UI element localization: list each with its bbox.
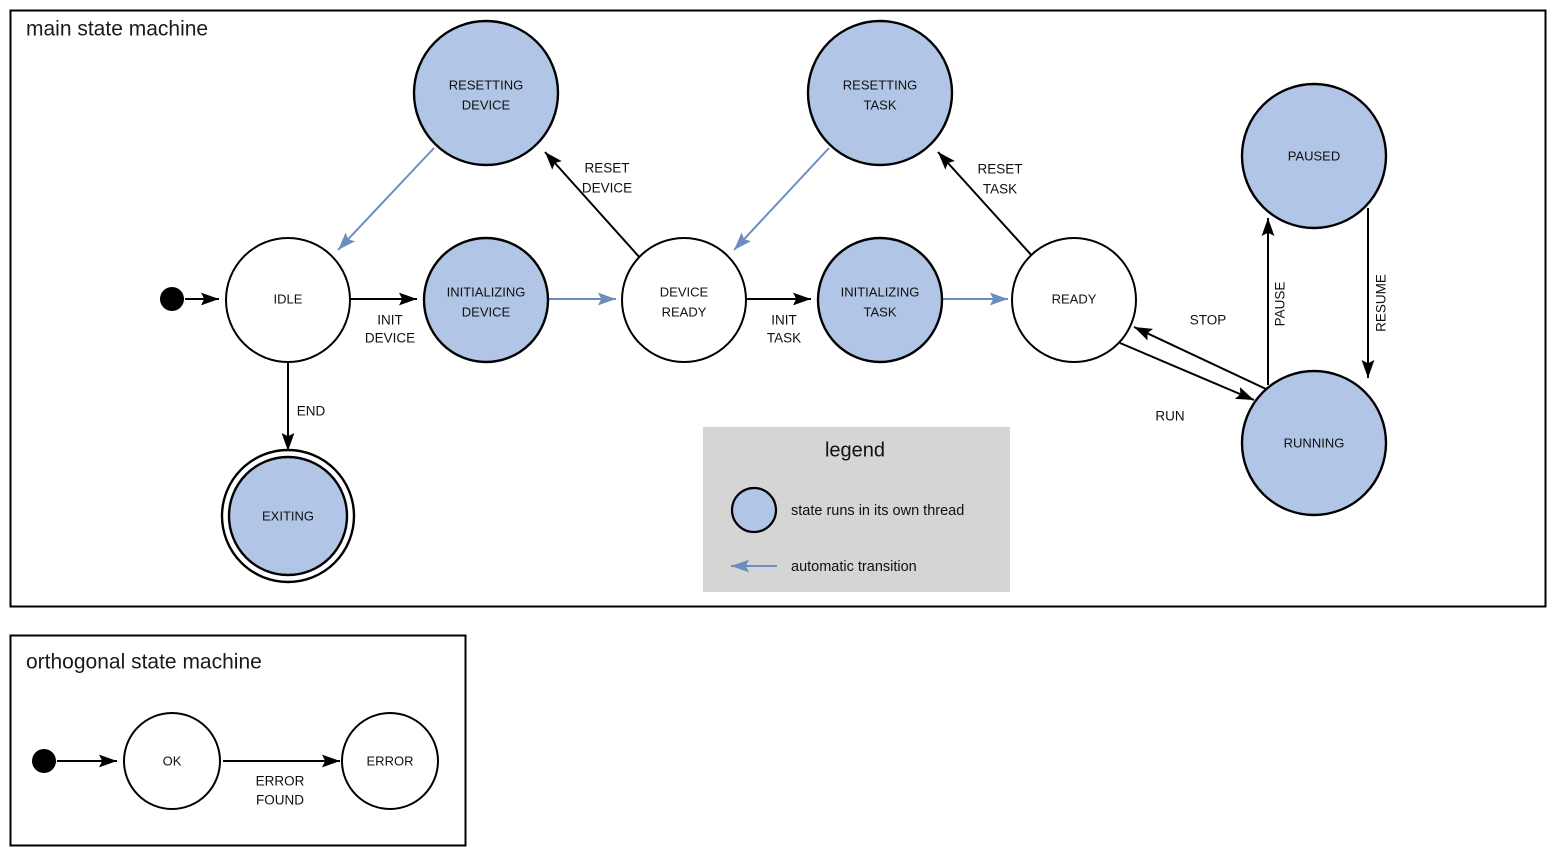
state-node-idle[interactable]: IDLE (225, 237, 351, 363)
legend-item-thread-state-label: state runs in its own thread (791, 503, 964, 519)
state-label-initializing-device-line1: INITIALIZING (447, 284, 526, 299)
transition-device-ready-to-resetting-device: RESET DEVICE (544, 151, 642, 260)
transition-idle-to-init-device: INIT DEVICE (350, 292, 417, 346)
state-label-paused: PAUSED (1288, 148, 1341, 163)
state-label-initializing-task-line2: TASK (864, 304, 897, 319)
legend-panel: legend state runs in its own thread auto… (703, 427, 1010, 592)
state-label-resetting-task-line1: RESETTING (843, 77, 917, 92)
main-frame-title: main state machine (26, 18, 208, 41)
orthogonal-initial-state-dot (32, 749, 56, 773)
orthogonal-frame-title: orthogonal state machine (26, 651, 262, 674)
state-label-resetting-device-line2: DEVICE (462, 97, 511, 112)
transition-resetting-device-to-idle (337, 147, 435, 251)
transition-label-resume: RESUME (1374, 274, 1389, 332)
state-node-error[interactable]: ERROR (341, 712, 439, 810)
transition-ortho-start-to-ok (32, 749, 117, 773)
transition-label-stop: STOP (1190, 313, 1227, 328)
state-node-exiting[interactable]: EXITING (220, 448, 356, 584)
transition-running-to-ready: STOP (1133, 313, 1267, 390)
state-label-resetting-task-line2: TASK (864, 97, 897, 112)
transition-start-to-idle (160, 287, 219, 311)
state-node-ready[interactable]: READY (1011, 237, 1137, 363)
state-node-initializing-task[interactable]: INITIALIZING TASK (816, 236, 944, 364)
transition-label-init-task-line1: INIT (771, 313, 797, 328)
transition-label-reset-task-line2: TASK (983, 182, 1017, 197)
legend-item-auto-transition-label: automatic transition (791, 559, 917, 575)
state-label-running: RUNNING (1284, 435, 1345, 450)
transition-label-end: END (297, 404, 326, 419)
state-label-initializing-device-line2: DEVICE (462, 304, 511, 319)
transition-ok-to-error: ERROR FOUND (223, 754, 340, 808)
transition-label-pause: PAUSE (1273, 282, 1288, 327)
state-label-ready: READY (1052, 291, 1097, 306)
state-label-device-ready-line2: READY (662, 304, 707, 319)
transition-resetting-task-to-device-ready (733, 147, 830, 251)
transition-label-run: RUN (1155, 409, 1184, 424)
state-node-paused[interactable]: PAUSED (1240, 82, 1388, 230)
legend-title: legend (825, 439, 885, 461)
transition-label-init-device-line2: DEVICE (365, 331, 415, 346)
state-label-resetting-device-line1: RESETTING (449, 77, 523, 92)
state-node-running[interactable]: RUNNING (1240, 369, 1388, 517)
state-node-resetting-device[interactable]: RESETTING DEVICE (412, 19, 560, 167)
legend-item-thread-state: state runs in its own thread (730, 486, 964, 534)
legend-item-auto-transition: automatic transition (731, 559, 917, 575)
transition-ready-to-running: RUN (1119, 342, 1255, 424)
state-label-exiting: EXITING (262, 508, 314, 523)
thread-state-swatch-icon (730, 486, 778, 534)
transition-label-init-task-line2: TASK (767, 331, 801, 346)
state-label-error: ERROR (367, 753, 414, 768)
transition-running-to-paused: PAUSE (1261, 218, 1288, 385)
transition-ready-to-resetting-task: RESET TASK (937, 151, 1035, 259)
transition-paused-to-running: RESUME (1361, 208, 1389, 378)
transition-label-reset-task-line1: RESET (977, 162, 1022, 177)
state-node-device-ready[interactable]: DEVICE READY (621, 237, 747, 363)
state-label-ok: OK (163, 753, 182, 768)
transition-label-init-device-line1: INIT (377, 313, 403, 328)
transition-label-error-found-line1: ERROR (256, 774, 305, 789)
state-node-initializing-device[interactable]: INITIALIZING DEVICE (422, 236, 550, 364)
initial-state-dot (160, 287, 184, 311)
transition-device-ready-to-init-task: INIT TASK (747, 292, 811, 346)
state-label-initializing-task-line1: INITIALIZING (841, 284, 920, 299)
state-label-idle: IDLE (274, 291, 303, 306)
transition-label-reset-device-line1: RESET (584, 161, 629, 176)
transition-label-error-found-line2: FOUND (256, 793, 304, 808)
state-node-ok[interactable]: OK (123, 712, 221, 810)
state-node-resetting-task[interactable]: RESETTING TASK (806, 19, 954, 167)
state-label-device-ready-line1: DEVICE (660, 284, 709, 299)
transition-idle-to-exiting: END (281, 362, 326, 451)
transition-label-reset-device-line2: DEVICE (582, 181, 632, 196)
